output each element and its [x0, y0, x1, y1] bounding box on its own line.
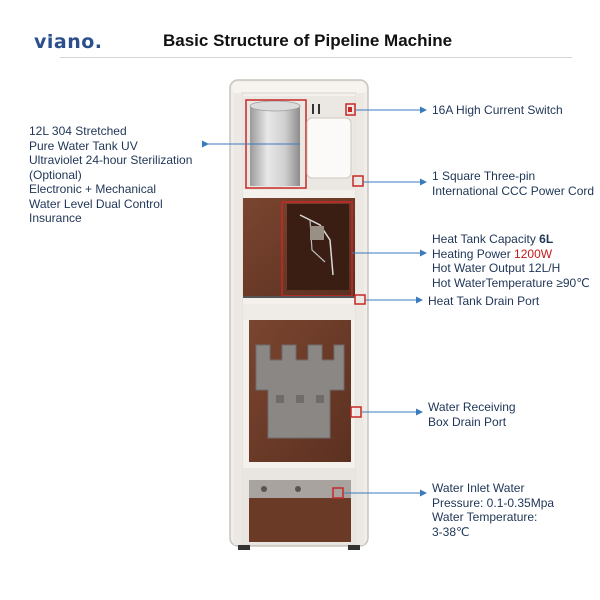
machine-foot-left: [238, 545, 250, 550]
drain-port-callout: Heat Tank Drain Port: [428, 294, 539, 309]
brand-logo: viano.: [34, 31, 103, 53]
receiving-box-marker: [350, 406, 362, 418]
page-title: Basic Structure of Pipeline Machine: [163, 31, 453, 50]
heat-tank-compartment: [243, 198, 355, 298]
heat-tank-callout: Heat Tank Capacity 6L Heating Power 1200…: [432, 232, 590, 290]
switch-marker: [345, 103, 356, 116]
power-cord-callout-line-2: International CCC Power Cord: [432, 183, 595, 198]
heat-tank-capacity-label: Heat Tank Capacity: [432, 232, 540, 246]
power-cord-callout-line-1: 1 Square Three-pin: [432, 169, 536, 183]
switch-marker-fill: [348, 107, 352, 112]
tank-callout-line-1: 12L 304 Stretched: [29, 124, 127, 138]
water-inlet-compartment: [243, 468, 355, 544]
heat-tank-capacity-line: Heat Tank Capacity 6L: [432, 232, 590, 247]
heat-tank-capacity-value: 6L: [539, 232, 554, 246]
header-divider: [60, 57, 572, 58]
water-receiving-compartment: [243, 304, 355, 462]
heat-tank-power-line: Heating Power 1200W: [432, 247, 590, 262]
heat-tank-output-line: Hot Water Output 12L/H: [432, 261, 561, 275]
tank-callout-line-6: Water Level Dual Control: [29, 196, 163, 211]
inlet-callout-line-1: Water Inlet Water: [432, 481, 525, 495]
heat-tank-power-value: 1200W: [514, 246, 553, 261]
heat-tank-power-label: Heating Power: [432, 246, 515, 261]
switch-callout-line-1: 16A High Current Switch: [432, 103, 563, 117]
inlet-callout-line-3: Water Temperature:: [432, 510, 538, 524]
tank-callout-line-3: Ultraviolet 24-hour Sterilization: [29, 153, 193, 167]
pure-water-tank: [243, 96, 355, 190]
receiving-box-callout: Water Receiving Box Drain Port: [428, 400, 516, 429]
tank-callout-line-2: Pure Water Tank UV: [29, 138, 138, 153]
receiving-box-callout-line-1: Water Receiving: [428, 400, 516, 414]
tank-callout: 12L 304 Stretched Pure Water Tank UV Ult…: [29, 124, 192, 226]
power-cord-marker: [352, 175, 364, 187]
inlet-callout-line-2: Pressure: 0.1-0.35Mpa: [432, 495, 555, 510]
receiving-box-callout-line-2: Box Drain Port: [428, 414, 507, 429]
heat-tank-temperature-line: Hot WaterTemperature ≥90℃: [432, 275, 590, 290]
machine-foot-right: [348, 545, 360, 550]
inlet-marker: [332, 487, 344, 499]
tank-callout-line-4: (Optional): [29, 167, 82, 182]
tank-callout-line-7: Insurance: [29, 211, 82, 225]
power-cord-callout: 1 Square Three-pin International CCC Pow…: [432, 169, 594, 198]
drain-port-marker: [354, 294, 366, 305]
inlet-callout-line-4: 3-38℃: [432, 524, 470, 539]
inlet-callout: Water Inlet Water Pressure: 0.1-0.35Mpa …: [432, 481, 554, 539]
switch-callout: 16A High Current Switch: [432, 103, 563, 118]
drain-port-callout-line-1: Heat Tank Drain Port: [428, 294, 540, 308]
tank-callout-line-5: Electronic + Mechanical: [29, 182, 157, 196]
